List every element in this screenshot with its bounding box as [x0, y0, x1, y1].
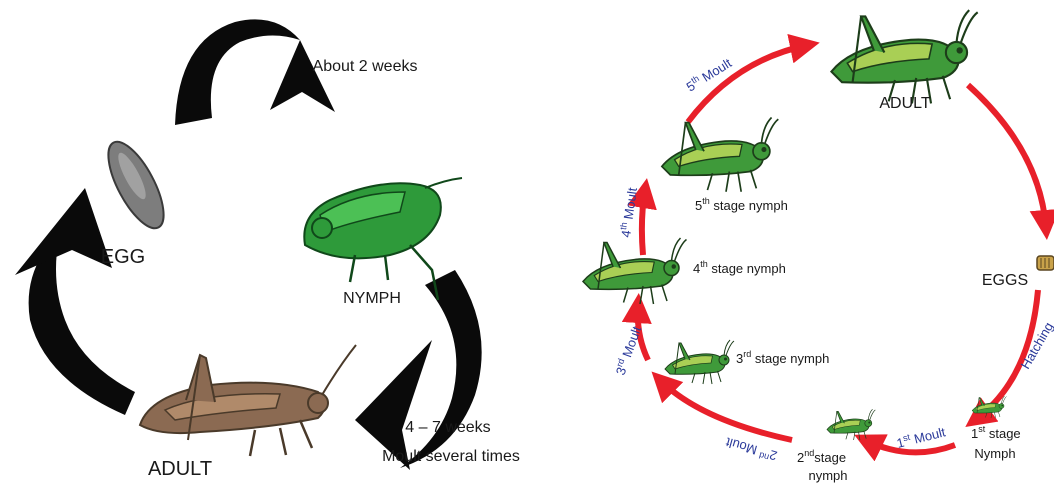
arrow-egg-to-nymph — [175, 19, 300, 125]
moult1-rest: Moult — [909, 424, 947, 447]
stage2-rest: stage — [814, 450, 846, 465]
moult2-rest: Moult — [724, 434, 763, 458]
stage2-nymph-icon — [827, 409, 875, 440]
stage4-label: 4th stage nymph — [693, 259, 786, 276]
duration-nymph-to-adult: 4 – 7 weeks — [405, 419, 490, 436]
stage3-label: 3rd stage nymph — [736, 349, 829, 366]
stage4-rest: stage nymph — [708, 261, 786, 276]
stage3-ord: 3 — [736, 351, 743, 366]
stage2-sup: nd — [804, 448, 814, 458]
eggs-label: EGGS — [982, 272, 1028, 289]
stage5-rest: stage nymph — [710, 198, 788, 213]
moult2-label: 2nd Moult — [723, 434, 778, 464]
stage2-ord: 2 — [797, 450, 804, 465]
arrow-4th-moult — [642, 190, 645, 255]
stage5-ord: 5 — [695, 198, 702, 213]
stage3-sup: rd — [743, 349, 751, 359]
duration-egg-to-nymph: About 2 weeks — [313, 58, 418, 75]
stage1-rest: stage — [985, 426, 1020, 441]
moult4-rest: Moult — [620, 186, 640, 224]
moult4-label: 4th Moult — [617, 186, 640, 238]
moult3-label: 3rd Moult — [612, 324, 644, 377]
stage1-ord: 1 — [971, 426, 978, 441]
adult-grasshopper-icon — [831, 10, 977, 103]
stage4-ord: 4 — [693, 261, 700, 276]
arrow-egg-to-nymph-head — [270, 40, 335, 112]
stage5-nymph-icon — [662, 118, 778, 192]
arrow-adult-to-eggs — [968, 85, 1046, 228]
arrow-2nd-moult — [660, 380, 792, 440]
stage5-label: 5th stage nymph — [695, 196, 788, 213]
stage1-line2: Nymph — [974, 446, 1015, 461]
stage2-line2: nymph — [808, 468, 847, 483]
stage3-nymph-icon — [665, 340, 734, 384]
stage1-label: 1st stage — [971, 424, 1021, 441]
adult-grasshopper-icon — [140, 345, 356, 456]
stage3-rest: stage nymph — [751, 351, 829, 366]
nymph-label: NYMPH — [343, 290, 401, 307]
stage4-nymph-icon — [583, 238, 687, 304]
egg-pod-icon — [1037, 256, 1054, 270]
moult5-label: 5th Moult — [683, 54, 734, 94]
stage4-sup: th — [700, 259, 708, 269]
stage2-label: 2ndstage — [797, 448, 846, 465]
right-cycle: ADULT EGGS Hatching 5th stage nymph 4th … — [583, 10, 1054, 483]
hatching-label: Hatching — [1018, 320, 1054, 372]
arrow-adult-to-egg-head — [15, 188, 112, 275]
moult-several-times-note: Moult several times — [382, 448, 520, 465]
stage5-sup: th — [702, 196, 710, 206]
right-adult-label: ADULT — [879, 95, 930, 112]
left-cycle: EGG NYMPH ADULT About 2 weeks 4 – 7 week… — [15, 19, 520, 480]
egg-label: EGG — [101, 246, 145, 268]
adult-label: ADULT — [148, 458, 212, 480]
egg-icon — [98, 134, 175, 236]
